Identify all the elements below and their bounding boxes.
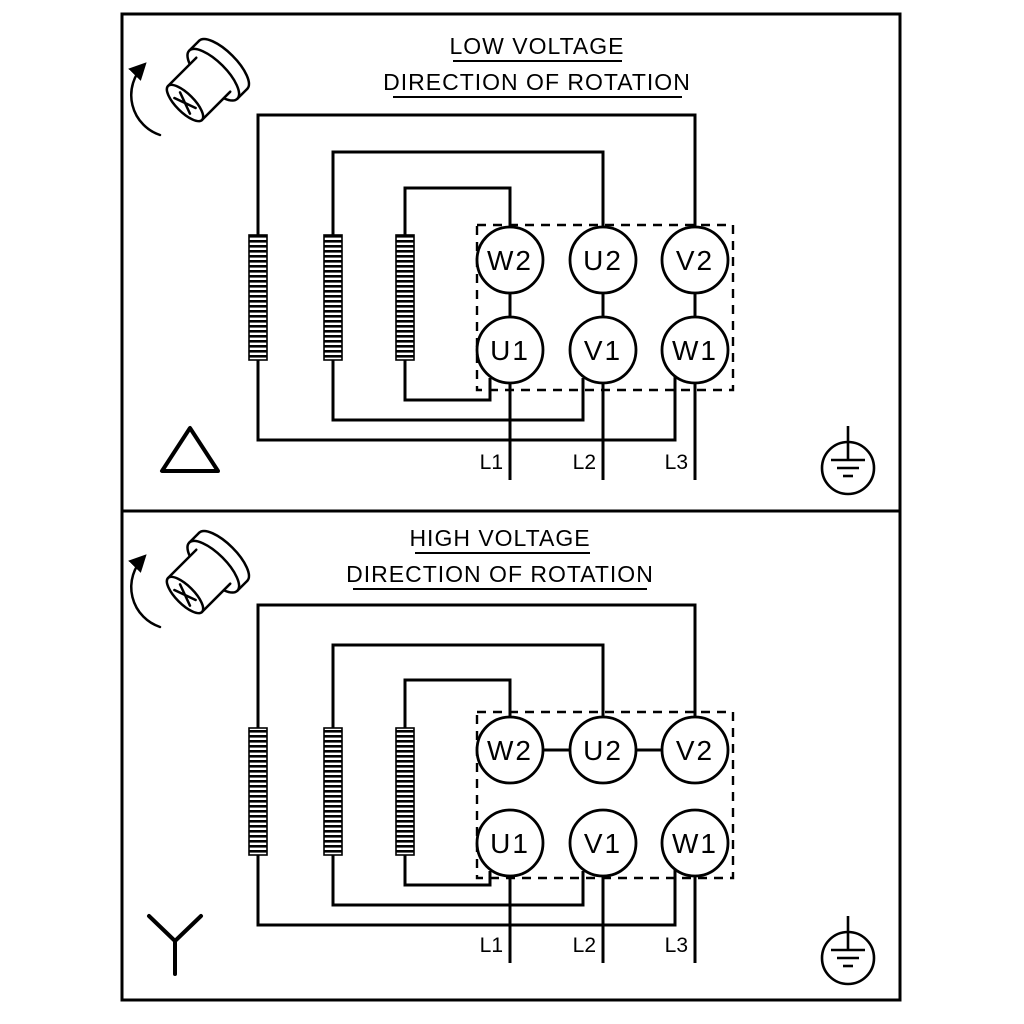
supply-label-L3: L3: [665, 934, 688, 957]
terminal-label-U1: U1: [490, 335, 530, 366]
outer-border: [120, 12, 902, 1002]
terminal-board-outline: [475, 223, 735, 392]
terminal-label-V2: V2: [676, 245, 714, 276]
shaft-rotation-icon: [128, 522, 258, 629]
winding-coil-3: [395, 234, 415, 361]
winding-coil-2: [323, 234, 343, 361]
supply-label-L1: L1: [480, 934, 503, 957]
terminal-label-W1: W1: [672, 828, 718, 859]
delta-connection-icon: [160, 426, 220, 473]
terminal-W1: [660, 808, 730, 878]
wire-coil2-to-V1: [331, 855, 585, 907]
terminal-label-U1: U1: [490, 828, 530, 859]
supply-label-L2: L2: [573, 451, 596, 474]
wire-coil2-to-U2: [331, 150, 605, 235]
wire-coil1-to-V2: [256, 603, 697, 728]
panel-high-voltage: HIGH VOLTAGE DIRECTION OF ROTATION: [128, 522, 876, 986]
wire-coil1-to-W1: [256, 360, 677, 442]
terminal-label-W2: W2: [487, 735, 533, 766]
wire-coil3-to-W2: [403, 186, 512, 235]
terminal-label-U2: U2: [583, 245, 623, 276]
star-connection-icon: [147, 914, 203, 976]
panel-title: LOW VOLTAGE: [449, 33, 624, 59]
terminal-V2: [660, 715, 730, 785]
supply-label-L2: L2: [573, 934, 596, 957]
terminal-W2: [475, 225, 545, 295]
wire-coil3-to-W2: [403, 678, 512, 728]
terminal-U2: [568, 715, 638, 785]
terminal-label-U2: U2: [583, 735, 623, 766]
winding-coil-2: [323, 727, 343, 856]
earth-ground-icon: [820, 914, 876, 986]
terminal-V1: [568, 808, 638, 878]
terminal-V1: [568, 315, 638, 385]
supply-label-L1: L1: [480, 451, 503, 474]
shaft-rotation-icon: [128, 30, 258, 137]
winding-coil-3: [395, 727, 415, 856]
terminal-V2: [660, 225, 730, 295]
terminal-label-V2: V2: [676, 735, 714, 766]
panel-subtitle: DIRECTION OF ROTATION: [383, 69, 691, 95]
winding-coil-1: [248, 234, 268, 361]
terminal-U1: [475, 808, 545, 878]
terminal-label-V1: V1: [584, 828, 622, 859]
terminal-W1: [660, 315, 730, 385]
terminal-label-W1: W1: [672, 335, 718, 366]
earth-ground-icon: [820, 424, 876, 496]
wire-coil2-to-V1: [331, 360, 585, 422]
wire-coil1-to-W1: [256, 855, 677, 927]
winding-coil-1: [248, 727, 268, 856]
terminal-U1: [475, 315, 545, 385]
panel-low-voltage: LOW VOLTAGE DIRECTION OF ROTATION: [128, 30, 876, 496]
wire-coil2-to-U2: [331, 643, 605, 728]
panel-subtitle: DIRECTION OF ROTATION: [346, 561, 654, 587]
terminal-label-V1: V1: [584, 335, 622, 366]
panel-title: HIGH VOLTAGE: [409, 525, 590, 551]
terminal-label-W2: W2: [487, 245, 533, 276]
wire-coil1-to-V2: [256, 113, 697, 235]
rotation-arrow: [128, 62, 162, 137]
terminal-board-outline: [475, 710, 735, 880]
terminal-W2: [475, 715, 545, 785]
wire-coil3-to-U1: [403, 360, 492, 402]
terminal-U2: [568, 225, 638, 295]
supply-label-L3: L3: [665, 451, 688, 474]
rotation-arrow: [128, 554, 162, 629]
